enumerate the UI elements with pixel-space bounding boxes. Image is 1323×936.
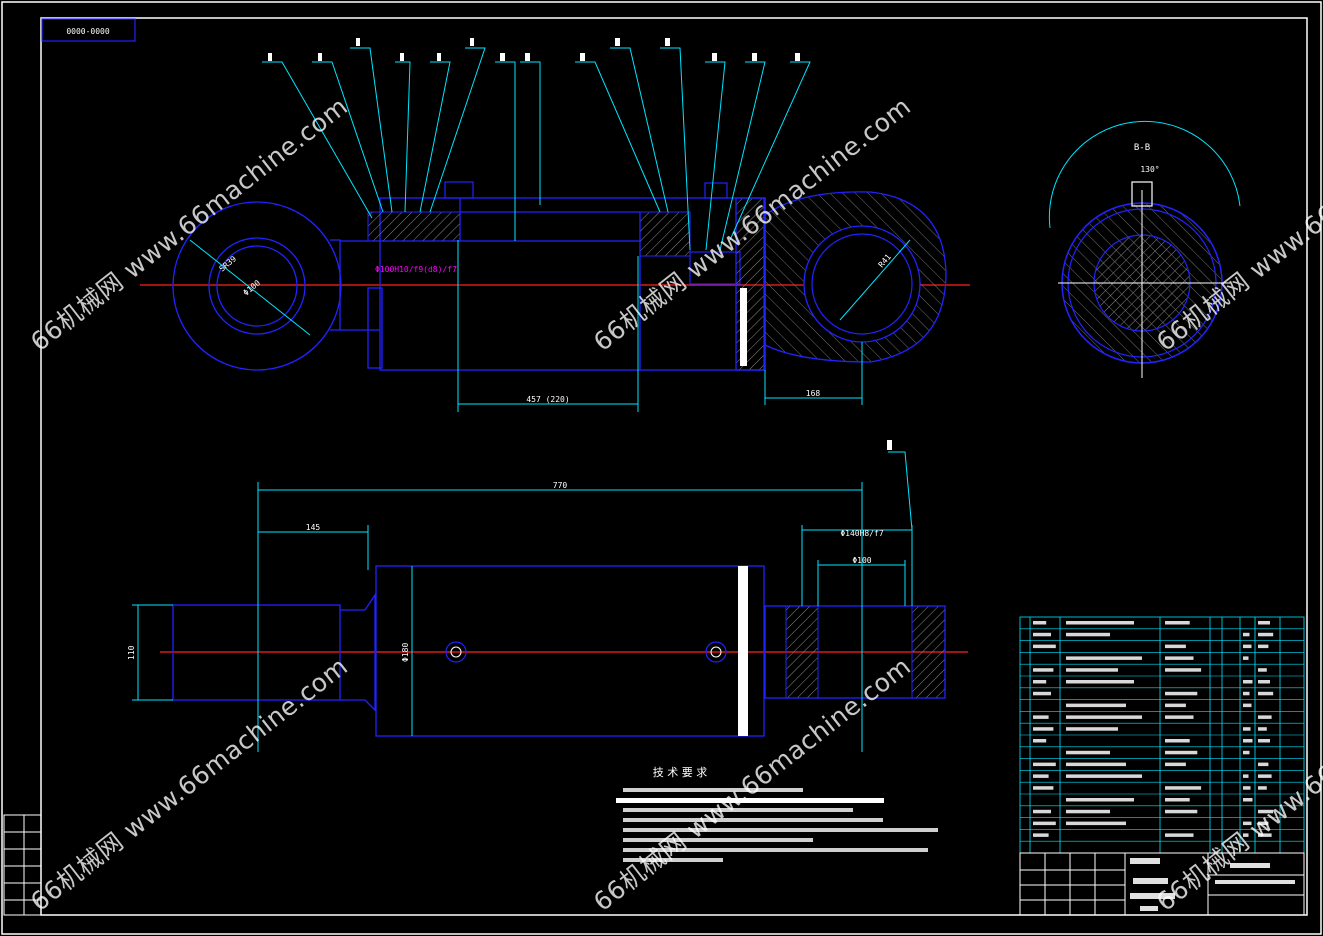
revision-strip [3, 814, 42, 916]
rod-neck [340, 592, 376, 712]
dim-stroke: 457 (220) [526, 395, 569, 404]
dim-cyl-bore: Φ140H8/f7 [840, 529, 884, 538]
tube-body [375, 565, 765, 737]
parts-list-rows [1020, 628, 1304, 842]
title-block [1019, 852, 1305, 916]
dim-pin-bore: Φ100 [852, 556, 871, 565]
balloon-markers [268, 38, 800, 61]
dim-base-height: 110 [127, 645, 136, 660]
dim-rod-end-length: 145 [306, 523, 321, 532]
inner-frame [40, 17, 1308, 916]
parts-list-cells [1033, 621, 1274, 837]
front-section-view: SR39 Φ100 [140, 38, 970, 412]
gland-hatch [367, 211, 461, 242]
end-cap [735, 197, 765, 371]
title-block-fill [1130, 858, 1295, 911]
port-top-1 [445, 641, 467, 663]
top-view: 770 145 Φ140H8/f7 Φ100 110 Φ180 [127, 440, 968, 752]
dim-overall-line [132, 451, 913, 752]
drawing-code-box: 0000-0000 [41, 18, 136, 42]
piston-hatch [639, 211, 691, 257]
clevis-eye-right [764, 191, 947, 363]
rod-eye-left [172, 201, 342, 371]
dim-eye-radius: SR39 [218, 254, 239, 273]
piston-rod [340, 240, 640, 369]
rod-end-block [172, 604, 341, 701]
dim-stroke-line [457, 240, 639, 412]
port-boss [444, 181, 474, 199]
tech-requirements: 技 术 要 求 [616, 766, 938, 862]
port-boss-2 [704, 182, 728, 199]
angle-label: 130° [1140, 165, 1159, 174]
leader-lines [262, 47, 811, 251]
dim-eye-offset-line [764, 342, 863, 405]
port-top-2 [705, 641, 727, 663]
drawing-code-text: 0000-0000 [66, 27, 110, 36]
tech-requirements-title: 技 术 要 求 [653, 766, 708, 779]
dim-rod-fit: Φ100H10/f9(d8)/f7 [375, 265, 457, 274]
section-b-b-view: B-B 130° [1048, 120, 1241, 378]
dim-tube-dia: Φ180 [401, 643, 410, 662]
dim-eye-offset: 168 [806, 389, 821, 398]
section-label: B-B [1134, 143, 1150, 153]
dim-overall-length: 770 [553, 481, 568, 490]
